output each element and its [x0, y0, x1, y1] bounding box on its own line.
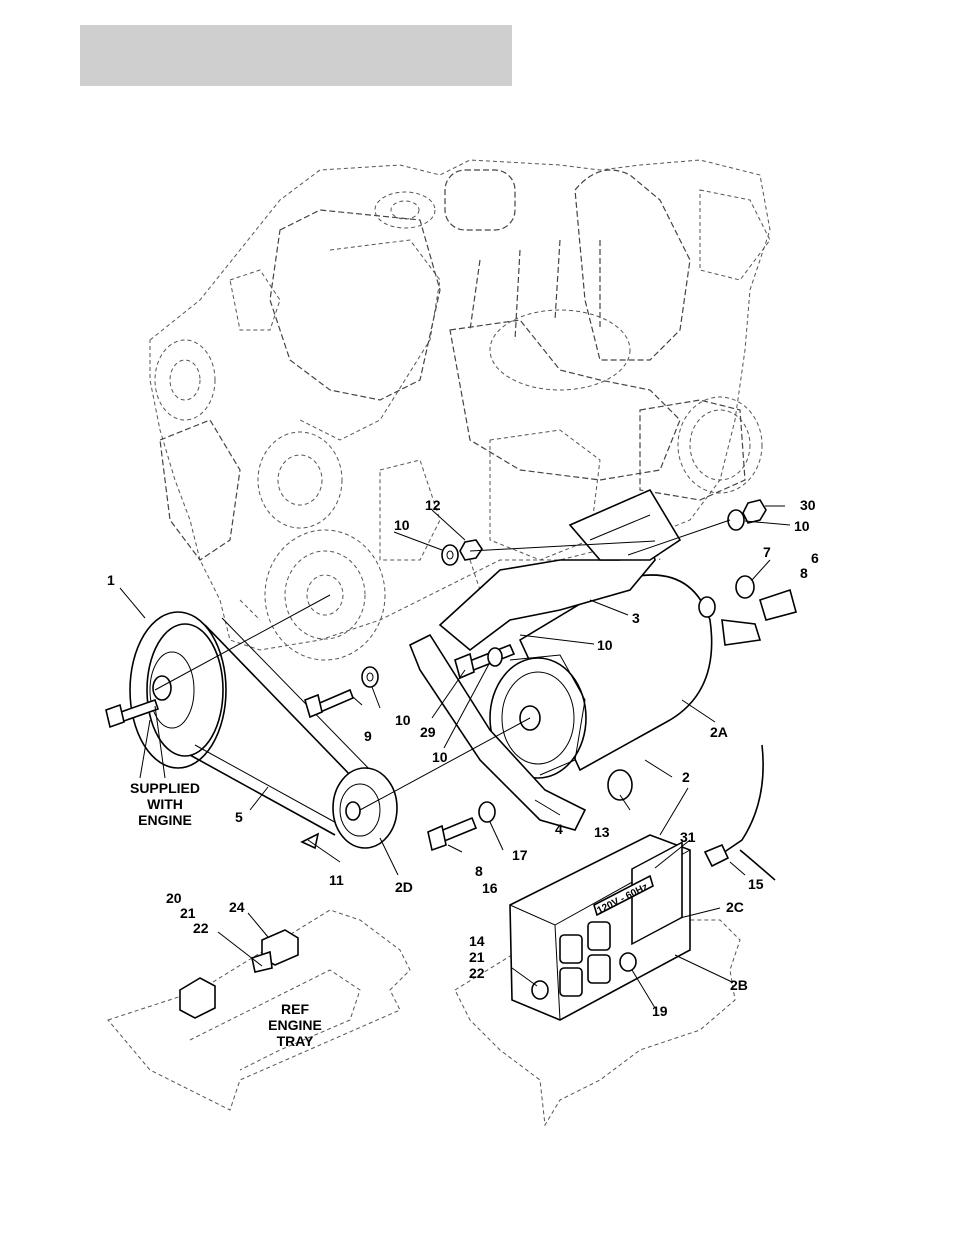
callout-15: 15: [748, 876, 764, 892]
callout-8: 8: [475, 863, 483, 879]
control-box: [510, 835, 690, 1020]
callout-10: 10: [597, 637, 613, 653]
callout-10: 10: [794, 518, 810, 534]
callout-7: 7: [763, 544, 771, 560]
callout-11: 11: [329, 872, 344, 888]
callout-10: 10: [432, 749, 448, 765]
callout-2a: 2A: [710, 724, 728, 740]
callout-labels: 1 12 10 30 10 7 6 8 3 10 2A 10 29 9 10 2…: [107, 497, 819, 1019]
callout-31: 31: [680, 829, 696, 845]
engine-pulley: [130, 612, 226, 768]
callout-19: 19: [652, 1003, 668, 1019]
callout-1: 1: [107, 572, 115, 588]
callout-10: 10: [394, 517, 410, 533]
callout-13: 13: [594, 824, 610, 840]
callout-5: 5: [235, 809, 243, 825]
callout-2b: 2B: [730, 977, 748, 993]
callout-3: 3: [632, 610, 640, 626]
callout-14: 14: [469, 933, 485, 949]
callout-20: 20: [166, 890, 182, 906]
callout-22: 22: [193, 920, 209, 936]
supplied-note-line2: WITH: [147, 796, 183, 812]
ref-note-line2: ENGINE: [268, 1017, 322, 1033]
callout-17: 17: [512, 847, 528, 863]
callout-30: 30: [800, 497, 816, 513]
callout-8: 8: [800, 565, 808, 581]
callout-12: 12: [425, 497, 441, 513]
callout-4: 4: [555, 821, 563, 837]
supplied-note-line1: SUPPLIED: [130, 780, 200, 796]
callout-9: 9: [364, 728, 372, 744]
callout-16: 16: [482, 880, 498, 896]
callout-2: 2: [682, 769, 690, 785]
callout-24: 24: [229, 899, 245, 915]
supplied-note-line3: ENGINE: [138, 812, 192, 828]
callout-10: 10: [395, 712, 411, 728]
alternator-pulley: [302, 768, 397, 848]
connector-cable: [705, 745, 775, 880]
callout-2c: 2C: [726, 899, 744, 915]
callout-21: 21: [180, 905, 196, 921]
callout-21: 21: [469, 949, 485, 965]
callout-22: 22: [469, 965, 485, 981]
ref-note-line1: REF: [281, 1001, 309, 1017]
callout-2d: 2D: [395, 879, 413, 895]
ref-note-line3: TRAY: [277, 1033, 314, 1049]
callout-29: 29: [420, 724, 436, 740]
callout-6: 6: [811, 550, 819, 566]
